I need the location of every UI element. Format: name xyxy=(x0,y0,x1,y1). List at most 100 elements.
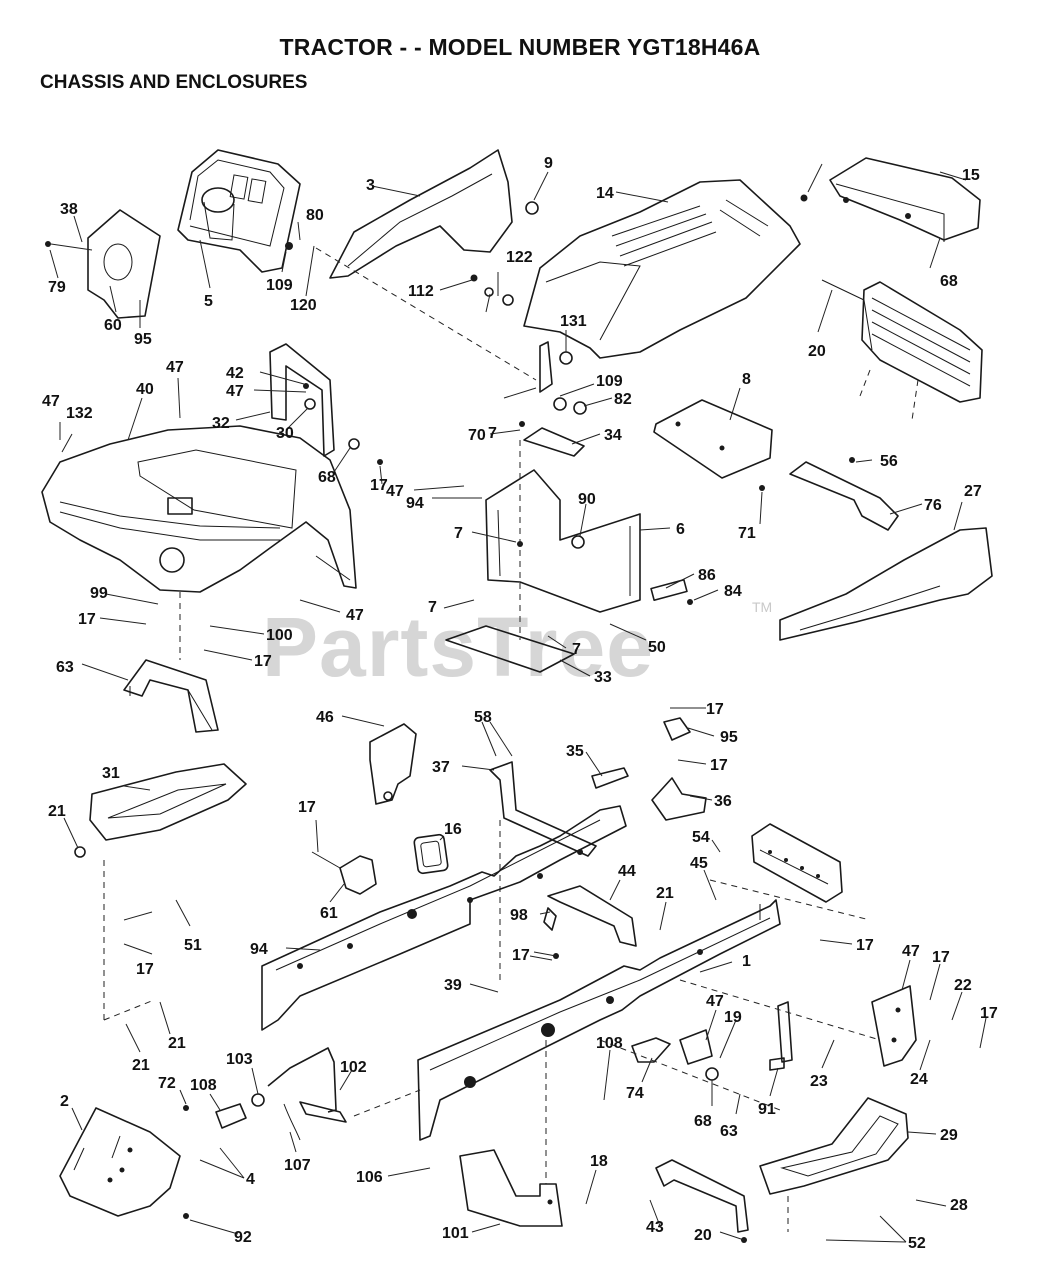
callout: 76 xyxy=(924,497,942,514)
callout: 21 xyxy=(168,1035,186,1052)
callout: 47 xyxy=(226,383,244,400)
callout: 20 xyxy=(808,343,826,360)
callout: 106 xyxy=(356,1169,383,1186)
callout: 45 xyxy=(690,855,708,872)
callout: 107 xyxy=(284,1157,311,1174)
callout: 63 xyxy=(56,659,74,676)
part-lever-84 xyxy=(769,1001,793,1071)
callout: 16 xyxy=(444,821,462,838)
callout: 47 xyxy=(706,993,724,1010)
callout: 72 xyxy=(158,1075,176,1092)
callout: 63 xyxy=(720,1123,738,1140)
callout: 50 xyxy=(648,639,666,656)
callout: 68 xyxy=(694,1113,712,1130)
callout: 17 xyxy=(512,947,530,964)
callout: 98 xyxy=(510,907,528,924)
callout: 46 xyxy=(316,709,334,726)
callout: 33 xyxy=(594,669,612,686)
callout: 27 xyxy=(964,483,982,500)
callout: 131 xyxy=(560,313,587,330)
callout: 122 xyxy=(506,249,533,266)
part-frame-left xyxy=(261,805,627,1031)
part-bracket-31 xyxy=(519,421,585,457)
callout: 17 xyxy=(254,653,272,670)
callout: 90 xyxy=(578,491,596,508)
callout: 9 xyxy=(544,155,553,172)
part-hitch-70 xyxy=(631,1029,719,1081)
callout: 102 xyxy=(340,1059,367,1076)
part-fender xyxy=(41,425,357,593)
part-frame-right xyxy=(417,899,781,1141)
part-plate-44 xyxy=(871,985,917,1067)
callout: 86 xyxy=(698,567,716,584)
callout: 37 xyxy=(432,759,450,776)
watermark-tm: TM xyxy=(752,599,772,615)
leader-lines xyxy=(49,163,987,1243)
callout: 1 xyxy=(742,953,751,970)
callout: 95 xyxy=(134,331,152,348)
part-seat-bracket xyxy=(269,343,383,465)
callout: 17 xyxy=(298,799,316,816)
watermark: PartsTree xyxy=(262,600,654,694)
callout: 132 xyxy=(66,405,93,422)
callout: 42 xyxy=(226,365,244,382)
part-foot-board-right xyxy=(759,1097,909,1232)
callout: 2 xyxy=(60,1093,69,1110)
callout: 61 xyxy=(320,905,338,922)
callout: 36 xyxy=(714,793,732,810)
callout: 101 xyxy=(442,1225,469,1242)
callout: 6 xyxy=(676,521,685,538)
callout: 7 xyxy=(428,599,437,616)
callout: 58 xyxy=(474,709,492,726)
callout: 109 xyxy=(266,277,293,294)
part-plate-8 xyxy=(653,399,773,491)
part-foot-board xyxy=(74,763,247,1021)
callout: 34 xyxy=(604,427,622,444)
callout: 23 xyxy=(810,1073,828,1090)
callout: 47 xyxy=(386,483,404,500)
part-bracket-98 xyxy=(459,1040,563,1227)
callout: 19 xyxy=(724,1009,742,1026)
callout: 52 xyxy=(908,1235,926,1252)
callout: 5 xyxy=(204,293,213,310)
callout: 15 xyxy=(962,167,980,184)
callout: 68 xyxy=(318,469,336,486)
callout: 22 xyxy=(954,977,972,994)
part-bracket-34 xyxy=(489,761,597,980)
callout: 108 xyxy=(596,1035,623,1052)
part-side-panel xyxy=(329,149,539,279)
callout: 29 xyxy=(940,1127,958,1144)
callout: 44 xyxy=(618,863,636,880)
callout: 7 xyxy=(454,525,463,542)
callout: 17 xyxy=(856,937,874,954)
callout: 112 xyxy=(408,283,434,300)
callout: 17 xyxy=(136,961,154,978)
part-floor-panel xyxy=(485,469,693,613)
callout: 4 xyxy=(246,1171,255,1188)
callout: 99 xyxy=(90,585,108,602)
callout-labels: 1 2 3 4 5 6 7 7 7 7 8 9 14 15 16 17 17 1… xyxy=(42,155,998,1252)
callout: 47 xyxy=(166,359,184,376)
callout: 79 xyxy=(48,279,66,296)
callout: 51 xyxy=(184,937,202,954)
callout: 7 xyxy=(488,425,497,442)
part-linkage-99 xyxy=(251,1047,347,1141)
part-gasket xyxy=(413,833,449,875)
callout: 71 xyxy=(738,525,756,542)
callout: 47 xyxy=(346,607,364,624)
callout: 109 xyxy=(596,373,623,390)
callout: 21 xyxy=(656,885,674,902)
callout: 40 xyxy=(136,381,154,398)
callout: 24 xyxy=(910,1071,928,1088)
callout: 60 xyxy=(104,317,122,334)
callout: 30 xyxy=(276,425,294,442)
callout: 17 xyxy=(710,757,728,774)
callout: 17 xyxy=(980,1005,998,1022)
callout: 32 xyxy=(212,415,230,432)
callout: 94 xyxy=(406,495,424,512)
part-bracket-71 xyxy=(789,457,899,531)
callout: 74 xyxy=(626,1085,644,1102)
callout: 120 xyxy=(290,297,317,314)
callout: 47 xyxy=(42,393,60,410)
